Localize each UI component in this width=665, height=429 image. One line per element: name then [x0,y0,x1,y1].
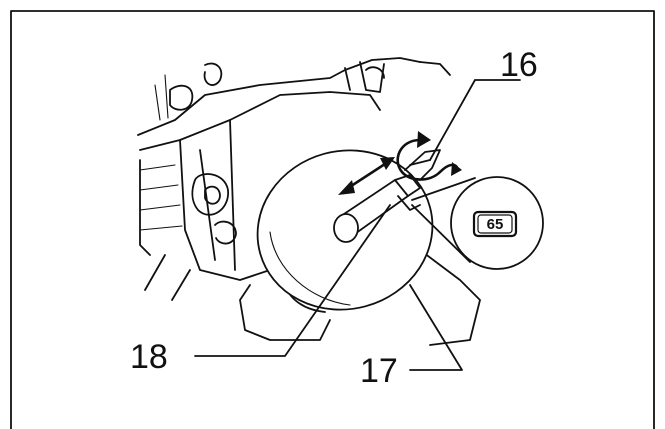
figure-border [10,10,655,429]
rotate-arrows-icon [396,131,462,181]
leader-lines [194,79,521,371]
hex-wrench [333,149,441,243]
callout-16: 16 [500,46,538,84]
bidirectional-arrow-icon [338,157,395,195]
leader-16 [429,79,521,161]
callout-18: 18 [130,338,168,376]
leader-17 [409,284,463,371]
saw-housing [137,57,481,346]
callout-17: 17 [360,352,398,390]
leader-18 [194,204,391,357]
magnified-detail-badge: 65 [411,176,544,270]
badge-label: 65 [487,216,504,233]
